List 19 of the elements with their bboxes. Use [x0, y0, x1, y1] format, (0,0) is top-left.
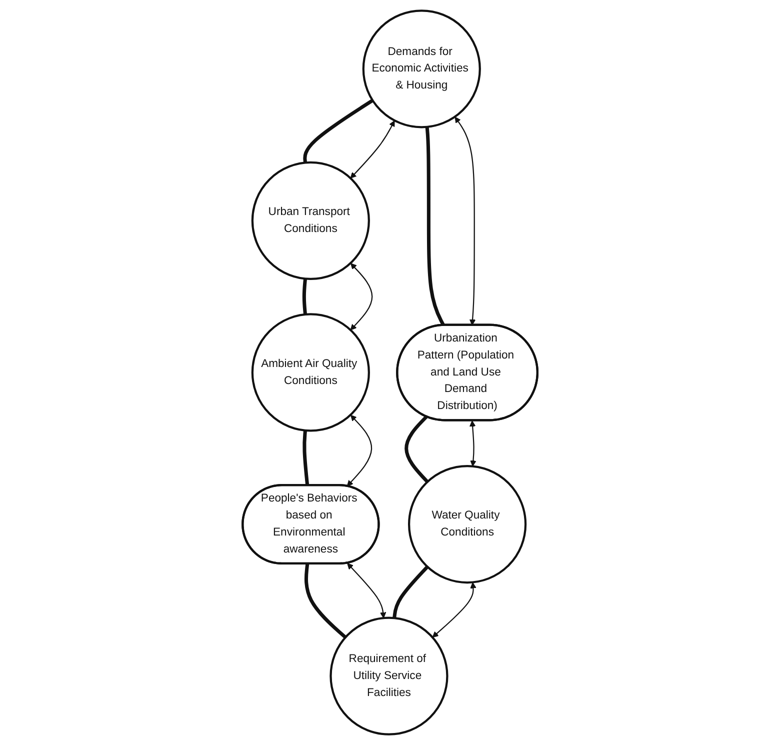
connector — [304, 564, 348, 639]
arrow — [348, 563, 387, 618]
connector — [302, 278, 308, 315]
arrow — [347, 414, 373, 486]
connector — [393, 566, 430, 618]
connector — [405, 415, 430, 484]
node-circle: Ambient Air Quality Conditions — [252, 313, 370, 432]
node-circle: Requirement of Utility Service Facilities — [330, 616, 449, 736]
connector — [303, 430, 310, 486]
arrow — [470, 420, 477, 467]
node-circle: Urban Transport Conditions — [252, 161, 370, 280]
connector — [426, 126, 446, 326]
arrow — [432, 582, 477, 638]
arrow — [455, 116, 476, 326]
arrow — [350, 120, 396, 179]
connector — [304, 98, 374, 163]
arrow — [350, 263, 374, 330]
node-circle: Demands for Economic Activities & Housing — [362, 10, 482, 128]
node-circle: Water Quality Conditions — [408, 464, 528, 584]
